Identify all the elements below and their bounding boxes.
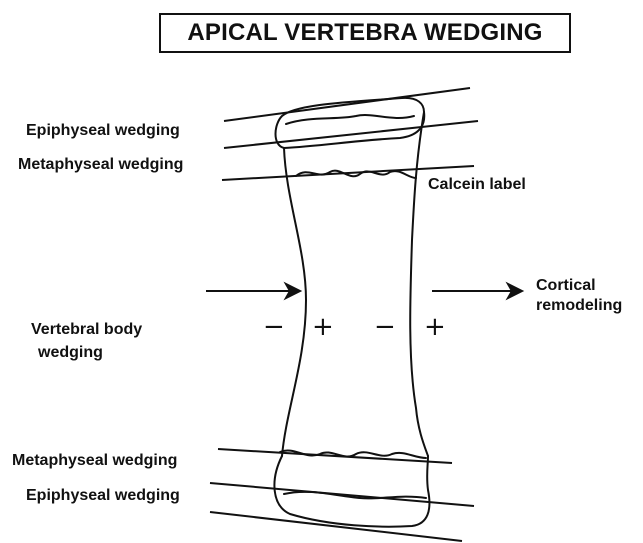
sign-left-plus: + [312,314,334,340]
label-calcein: Calcein label [428,175,526,194]
sign-left-minus: − [263,314,285,340]
vertebral-body-right-side [410,112,428,456]
label-metaphyseal-bottom: Metaphyseal wedging [12,451,177,470]
sign-right-minus: − [374,314,396,340]
epiphyseal-top-line-lower [224,121,478,148]
label-remodeling: remodeling [536,296,622,315]
label-vertebral-wedging: wedging [38,343,103,362]
label-metaphyseal-top: Metaphyseal wedging [18,155,183,174]
vertebral-body-left-side [282,148,306,456]
epiphyseal-top-line-upper [224,88,470,121]
label-vertebral-body: Vertebral body [31,320,142,339]
label-epiphyseal-top: Epiphyseal wedging [26,121,180,140]
sign-right-plus: + [424,314,446,340]
epiphyseal-bottom-line-lower [210,512,462,541]
top-epiphysis-inner-wave [286,115,414,124]
label-cortical: Cortical [536,276,596,295]
label-epiphyseal-bottom: Epiphyseal wedging [26,486,180,505]
epiphyseal-bottom-line-upper [210,483,474,506]
diagram-title: APICAL VERTEBRA WEDGING [159,13,571,53]
